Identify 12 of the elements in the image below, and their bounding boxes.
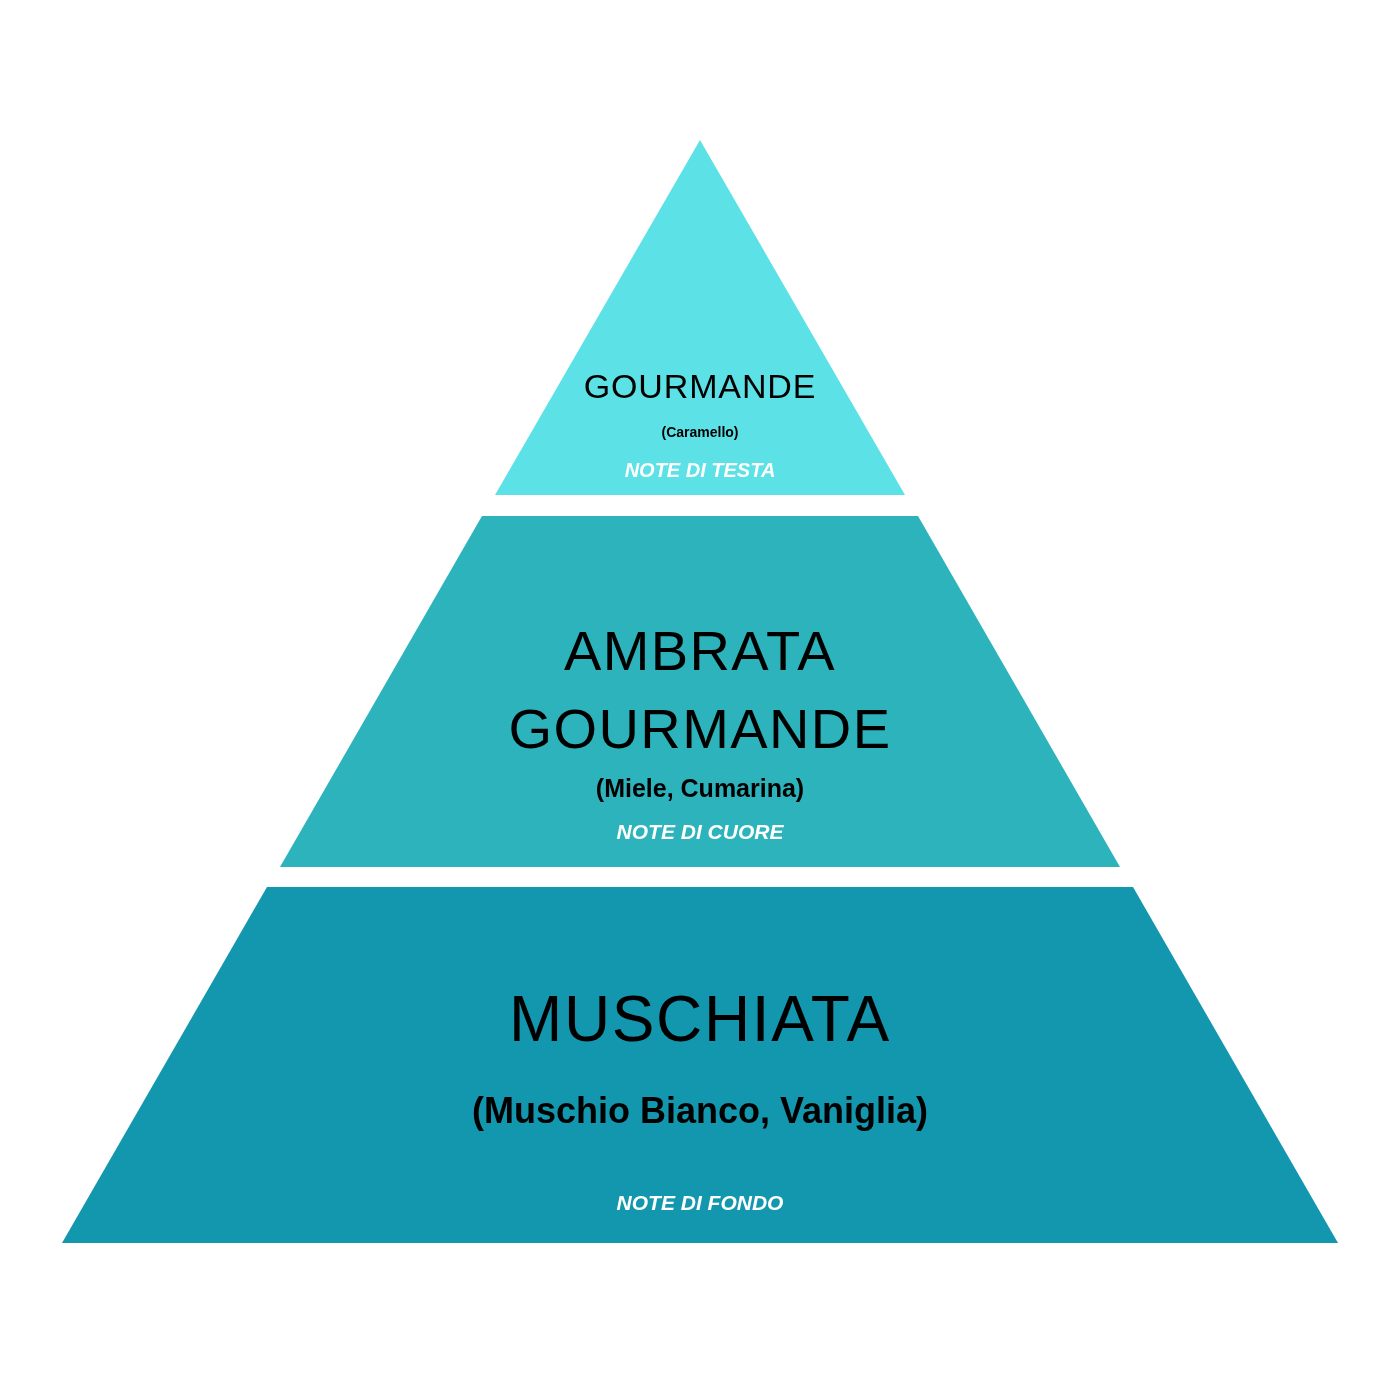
layer-title: MUSCHIATA — [509, 982, 891, 1058]
note-label: NOTE DI TESTA — [624, 458, 776, 483]
ingredient-list: (Muschio Bianco, Vaniglia) — [471, 1084, 929, 1138]
layer-title: GOURMANDE — [583, 366, 817, 408]
note-label: NOTE DI CUORE — [616, 819, 784, 846]
pyramid-layer — [280, 516, 1120, 867]
note-label: NOTE DI FONDO — [616, 1190, 784, 1217]
pyramid-layer — [495, 140, 905, 495]
pyramid-layer — [62, 887, 1338, 1243]
ingredient-list: (Miele, Cumarina) — [595, 770, 805, 808]
layer-title: AMBRATA GOURMANDE — [507, 617, 893, 762]
ingredient-list: (Caramello) — [661, 421, 739, 443]
